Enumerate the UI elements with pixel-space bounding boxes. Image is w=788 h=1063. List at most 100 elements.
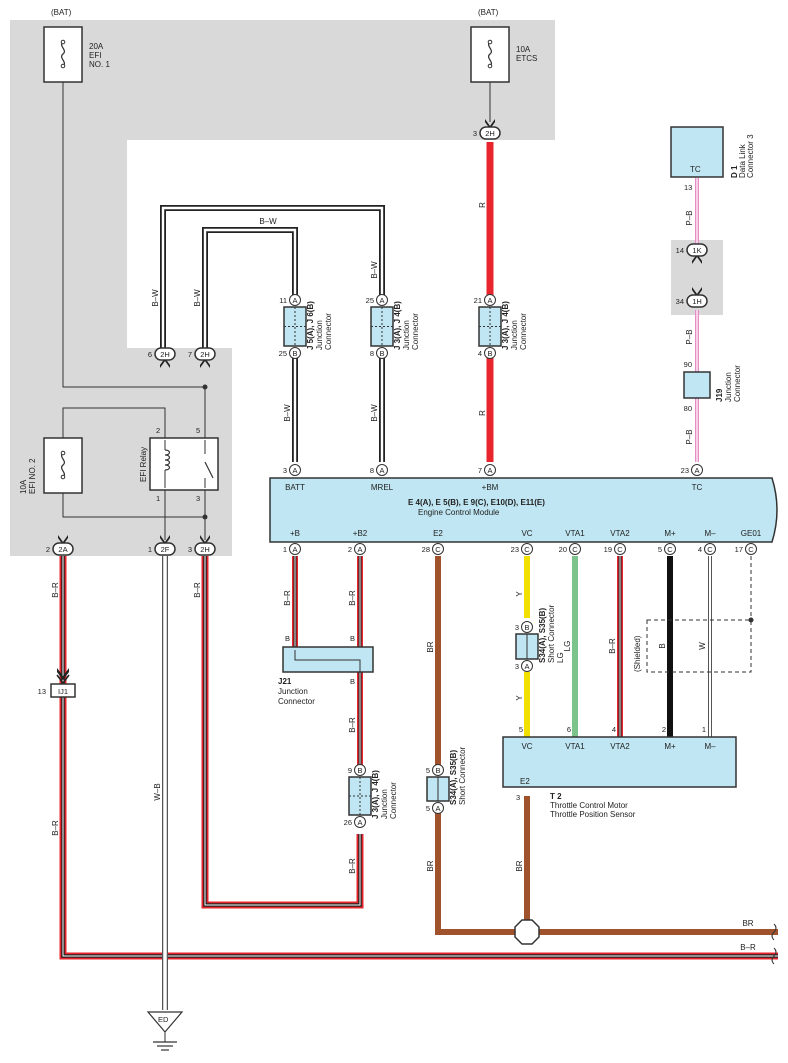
junction-j3j4_low-top: B9 bbox=[348, 764, 366, 776]
ecm-bottom-pin-3-num: 23 bbox=[511, 545, 519, 554]
junction-j3j4_bm-id: J 3(A), J 4(B) bbox=[501, 301, 510, 350]
relay-pin2: 2 bbox=[156, 426, 160, 435]
junction-j3j4_low-top-letter: B bbox=[357, 766, 362, 775]
wire-label: Y bbox=[515, 695, 524, 701]
dlc-connector bbox=[670, 126, 724, 178]
sensor-pin-num: 4 bbox=[612, 725, 616, 734]
ecm-top-pin-tc-num: 23 bbox=[681, 466, 689, 475]
wire-bw-outer bbox=[160, 205, 385, 348]
ecm-bottom-pin-4-letter: C bbox=[572, 545, 578, 554]
ecm-subtitle: Engine Control Module bbox=[418, 508, 500, 517]
junction-j5j6-bot-letter: B bbox=[292, 349, 297, 358]
sensor-pin-num: 2 bbox=[662, 725, 666, 734]
junction-j3j4_mrel-name2: Connector bbox=[411, 313, 420, 350]
ecm-bottom-pin-5: C19 bbox=[604, 543, 626, 555]
ecm-bottom-pin-label: M+ bbox=[664, 529, 676, 538]
junction-s34_vc-id: S34(A), S35(B) bbox=[538, 608, 547, 663]
dlc-pin: 13 bbox=[684, 183, 692, 192]
ecm-top-pin-batt: A3 bbox=[283, 464, 301, 476]
wire-label: Y bbox=[515, 591, 524, 597]
ground-symbol bbox=[146, 1011, 184, 1051]
fuse-efi2-rating: 10A bbox=[19, 479, 28, 494]
sensor-id: T 2 bbox=[550, 792, 562, 801]
junction-j3j4_low-name2: Connector bbox=[389, 782, 398, 819]
fuse-efi1-name1: EFI bbox=[89, 51, 101, 60]
connector-2h-b-pin: 7 bbox=[188, 350, 192, 359]
fuse-efi2 bbox=[43, 437, 83, 494]
svg-text:80: 80 bbox=[684, 404, 692, 413]
dlc-id: D 1 bbox=[730, 165, 739, 178]
j21-letter-right: B bbox=[350, 634, 355, 643]
sensor-name1: Throttle Control Motor bbox=[550, 801, 628, 810]
sensor-pin-num: 5 bbox=[519, 725, 523, 734]
connector-2h-b: 2H 7 bbox=[188, 347, 216, 368]
junction-j3j4_low-bot-letter: A bbox=[357, 818, 362, 827]
sensor-pin-label: VTA2 bbox=[610, 742, 630, 751]
ecm-top-pin-tc-letter: A bbox=[694, 466, 699, 475]
connector-2h-top-code: 2H bbox=[485, 129, 495, 138]
junction-j3j4_bm-bot-num: 4 bbox=[478, 349, 482, 358]
ecm-bottom-pin-label: VTA2 bbox=[610, 529, 630, 538]
junction-s34_e2-top: B5 bbox=[426, 764, 444, 776]
ecm-bottom-pin-1: A2 bbox=[348, 543, 366, 555]
wire-label: B–R bbox=[51, 582, 60, 598]
junction-j3j4_mrel-bot-num: 8 bbox=[370, 349, 374, 358]
shaded-area-relay-block bbox=[10, 20, 555, 556]
svg-text:J19: J19 bbox=[715, 388, 724, 402]
connector-2h-b-code: 2H bbox=[200, 350, 210, 359]
sensor-pin-num: 6 bbox=[567, 725, 571, 734]
junction-j3j4_mrel-id: J 3(A), J 4(B) bbox=[393, 301, 402, 350]
connector-2h-top: 2H3 bbox=[473, 119, 501, 140]
ecm-bottom-pin-8-letter: C bbox=[748, 545, 754, 554]
ecm-bottom-pin-1-letter: A bbox=[357, 545, 362, 554]
junction-s34_e2-bot-num: 5 bbox=[426, 804, 430, 813]
ecm-top-pin-label: MREL bbox=[371, 483, 394, 492]
junction-j5j6-bot-num: 25 bbox=[279, 349, 287, 358]
ecm-body bbox=[269, 477, 778, 543]
wire-label: B–R bbox=[348, 717, 357, 733]
junction-j3j4_bm-top-num: 21 bbox=[474, 296, 482, 305]
junction-node-efi1 bbox=[202, 384, 208, 390]
fuse-etcs-rating: 10A bbox=[516, 45, 531, 54]
wire-label: BR bbox=[742, 919, 753, 928]
junction-j3j4_mrel-name1: Junction bbox=[402, 320, 411, 350]
ecm-top-pin-+bm-num: 7 bbox=[478, 466, 482, 475]
sensor-name2: Throttle Position Sensor bbox=[550, 810, 636, 819]
ecm-bottom-pin-label: VTA1 bbox=[565, 529, 585, 538]
wire-br-2h bbox=[201, 556, 364, 909]
fuse-etcs-source: (BAT) bbox=[478, 8, 499, 17]
relay-pin5: 5 bbox=[196, 426, 200, 435]
junction-j3j4_mrel-bot: B8 bbox=[370, 347, 388, 359]
connector-2h-c-pin: 3 bbox=[188, 545, 192, 554]
shield-node bbox=[748, 617, 754, 623]
sensor-pin-num: 1 bbox=[702, 725, 706, 734]
ecm-bottom-pin-7-letter: C bbox=[707, 545, 713, 554]
ecm-bottom-pin-0-num: 1 bbox=[283, 545, 287, 554]
junction-j3j4_mrel-top-num: 25 bbox=[366, 296, 374, 305]
ground-label: ED bbox=[158, 1015, 169, 1024]
sensor-pin-label: VC bbox=[521, 742, 532, 751]
connector-2a-code: 2A bbox=[58, 545, 67, 554]
wire-label: W bbox=[698, 642, 707, 650]
relay-pin1: 1 bbox=[156, 494, 160, 503]
ecm-bottom-pin-7-num: 4 bbox=[698, 545, 702, 554]
wire-efi1-feed bbox=[62, 78, 206, 440]
junction-s34_vc-top-num: 3 bbox=[515, 623, 519, 632]
junction-j3j4_bm-bot: B4 bbox=[478, 347, 496, 359]
junction-j5j6-id: J 5(A), J 6(B) bbox=[306, 301, 315, 350]
wire-label: B–W bbox=[283, 404, 292, 422]
ecm-bottom-pin-label: E2 bbox=[433, 529, 443, 538]
connector-2f: 2F1 bbox=[148, 535, 176, 556]
junction-s34_vc-name1: Short Connector bbox=[547, 604, 556, 663]
ecm-pins: A3BATTA8MRELA7+BMA23TCA1+BA2+B2C28E2C23V… bbox=[283, 464, 762, 555]
wire-bw-inner bbox=[202, 227, 298, 348]
wire-label: B–W bbox=[259, 217, 277, 226]
wire-efi2-to-2h bbox=[62, 490, 205, 518]
